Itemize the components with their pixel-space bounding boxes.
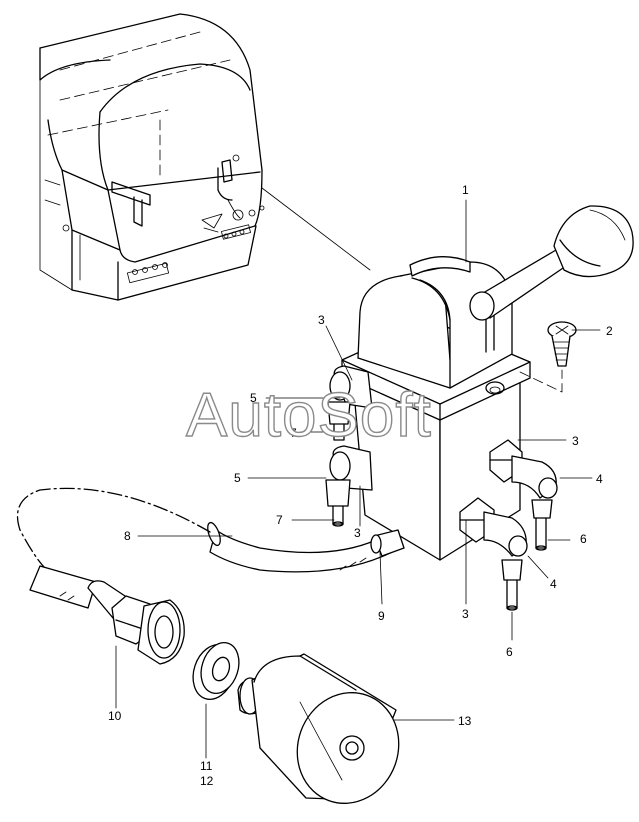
washer-11-12	[192, 642, 240, 700]
callout-1: 1	[462, 183, 469, 197]
callout-7-lower: 7	[276, 513, 283, 527]
callout-labels: 1 2 3 3 3 3 4 4 5 5 6 6 7 7 8 9 10 11 12…	[108, 183, 613, 788]
callout-5-lower: 5	[234, 471, 241, 485]
hose-end-fitting-10	[29, 565, 185, 665]
callout-3-upper-left: 3	[318, 313, 325, 327]
watermark: AutoSoft	[186, 381, 432, 450]
bus-location-inset	[39, 13, 371, 301]
hand-brake-valve-1	[341, 205, 634, 561]
callout-13: 13	[458, 714, 472, 728]
callout-4-lower: 4	[550, 577, 557, 591]
callout-2: 2	[606, 324, 613, 338]
cap-13	[237, 653, 400, 804]
callout-3-upper-right: 3	[572, 434, 579, 448]
callout-8: 8	[124, 529, 131, 543]
callout-5-upper: 5	[250, 391, 257, 405]
callout-6-bottom: 6	[506, 645, 513, 659]
callout-6-right: 6	[580, 532, 587, 546]
hose-8	[16, 487, 405, 573]
elbow-fitting-lower-left	[325, 445, 373, 527]
callout-12: 12	[200, 774, 214, 788]
callout-3-lower-right: 3	[462, 607, 469, 621]
callout-10: 10	[108, 709, 122, 723]
callout-11: 11	[200, 759, 213, 773]
screw-2	[519, 321, 577, 393]
callout-7-upper: 7	[290, 426, 297, 440]
callout-4-upper: 4	[596, 472, 603, 486]
elbow-fitting-lower-right	[459, 497, 528, 611]
elbow-fitting-upper-left	[327, 365, 373, 441]
elbow-fitting-upper-right	[489, 439, 558, 551]
callout-9: 9	[378, 609, 385, 623]
leader-lines	[115, 199, 601, 759]
callout-3-lower-left: 3	[354, 526, 361, 540]
